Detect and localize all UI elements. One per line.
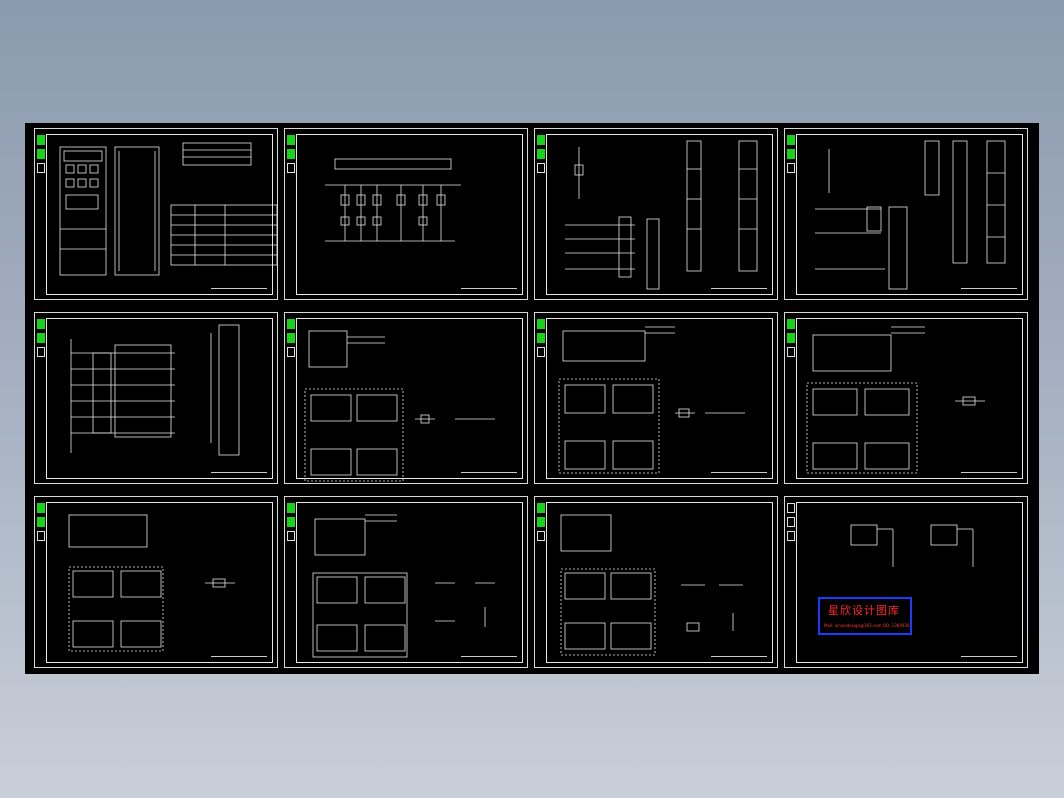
sheet-10[interactable] <box>284 496 528 668</box>
title-block <box>211 282 267 289</box>
title-block <box>211 466 267 473</box>
sheet-frame <box>46 502 273 663</box>
ladder-circuit-drawing <box>70 324 240 456</box>
sheet-frame <box>46 134 273 295</box>
wiring-tables-drawing <box>304 330 495 482</box>
sheet-9[interactable] <box>34 496 278 668</box>
control-terminal-drawing <box>815 140 1006 290</box>
sheet-tab-stack <box>287 135 295 173</box>
cabinet-layout-drawing <box>59 142 278 276</box>
wiring-tables-drawing <box>68 514 235 652</box>
title-block <box>461 282 517 289</box>
busbar-single-line-drawing <box>325 158 461 242</box>
sheet-frame <box>796 502 1023 663</box>
title-block <box>961 650 1017 657</box>
sheet-tab-stack <box>37 135 45 173</box>
sheet-frame <box>796 134 1023 295</box>
control-circuit-drawing <box>565 140 758 290</box>
sheet-tab-stack <box>537 319 545 357</box>
sheet-frame <box>546 134 773 295</box>
sheet-frame <box>296 134 523 295</box>
sheet-7[interactable] <box>534 312 778 484</box>
drawing-canvas[interactable]: 星欣设计图库 Mail: xinxindesign@163.com QQ: 13… <box>25 123 1039 674</box>
sheet-11[interactable] <box>534 496 778 668</box>
wiring-tables-drawing <box>560 514 743 656</box>
stamp-note: Mail: xinxindesign@163.com QQ: 1364930 <box>824 623 910 628</box>
sheet-frame <box>46 318 273 479</box>
sheet-frame <box>546 318 773 479</box>
sheet-frame <box>796 318 1023 479</box>
sheet-6[interactable] <box>284 312 528 484</box>
sheet-8[interactable] <box>784 312 1028 484</box>
sheet-tab-stack <box>787 503 795 541</box>
title-block <box>461 466 517 473</box>
sheet-frame <box>296 318 523 479</box>
wiring-tables-drawing <box>806 326 985 474</box>
sheet-frame <box>546 502 773 663</box>
title-block <box>711 650 767 657</box>
title-block <box>961 282 1017 289</box>
sheet-tab-stack <box>37 503 45 541</box>
sheet-tab-stack <box>37 319 45 357</box>
wiring-tables-drawing <box>312 514 495 658</box>
sheet-tab-stack <box>787 319 795 357</box>
title-block <box>211 650 267 657</box>
sheet-2[interactable] <box>284 128 528 300</box>
sheet-5[interactable] <box>34 312 278 484</box>
sheet-12[interactable]: 星欣设计图库 Mail: xinxindesign@163.com QQ: 13… <box>784 496 1028 668</box>
sheet-frame <box>296 502 523 663</box>
sheet-tab-stack <box>287 503 295 541</box>
title-block <box>961 466 1017 473</box>
legend-drawing <box>850 524 974 567</box>
title-block <box>461 650 517 657</box>
sheet-3[interactable] <box>534 128 778 300</box>
stamp-title: 星欣设计图库 <box>828 604 900 617</box>
sheet-tab-stack <box>537 503 545 541</box>
title-block <box>711 282 767 289</box>
sheet-1[interactable] <box>34 128 278 300</box>
title-block <box>711 466 767 473</box>
wiring-tables-drawing <box>558 326 745 474</box>
sheet-tab-stack <box>537 135 545 173</box>
sheet-tab-stack <box>787 135 795 173</box>
design-library-stamp: 星欣设计图库 Mail: xinxindesign@163.com QQ: 13… <box>818 597 912 635</box>
sheet-4[interactable] <box>784 128 1028 300</box>
sheet-tab-stack <box>287 319 295 357</box>
